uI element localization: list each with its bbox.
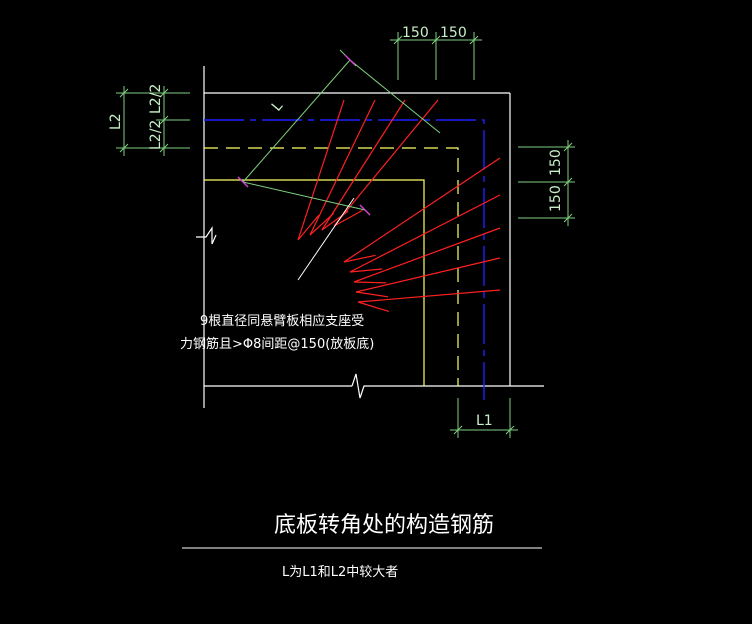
- dim-left-l2: L2: [108, 113, 124, 130]
- red-rebar-6: [349, 194, 501, 273]
- note-leader: [297, 197, 355, 281]
- dim-right-b: 150: [548, 185, 564, 212]
- slab-outline: [203, 66, 544, 408]
- dim-top-b: 150: [440, 25, 467, 41]
- break-symbol-left: [196, 226, 217, 245]
- dim-bottom: [450, 398, 518, 438]
- red-rebar-7: [353, 227, 501, 283]
- red-rebar-8: [355, 257, 501, 293]
- red-rebar-hook-7: [353, 281, 387, 284]
- yellow-rebars: [204, 147, 459, 386]
- red-rebar-3: [321, 99, 406, 231]
- dim-bottom-l1: L1: [476, 413, 493, 429]
- label-l-diagonal: L: [269, 98, 286, 114]
- break-symbol-bottom: [351, 373, 544, 399]
- red-rebars: [297, 99, 501, 313]
- dim-top: [390, 32, 482, 80]
- red-rebar-hook-5: [343, 254, 376, 263]
- dim-left-l2-half-bottom: L2/2: [148, 120, 164, 150]
- note-line-2: 力钢筋且>Φ8间距@150(放板底): [180, 336, 374, 352]
- red-rebar-5: [343, 157, 501, 263]
- yellow-solid-bar: [204, 179, 425, 386]
- dim-top-a: 150: [402, 25, 429, 41]
- note-line-1: 9根直径同悬臂板相应支座受: [200, 313, 364, 329]
- diag-l-label: L: [269, 98, 286, 114]
- red-rebar-2: [309, 99, 376, 236]
- red-rebar-1: [297, 99, 345, 241]
- red-rebar-4: [333, 99, 439, 227]
- red-rebar-hook-1: [297, 214, 320, 241]
- blue-axis-lines: [204, 119, 485, 400]
- magenta-ticks: [237, 54, 371, 216]
- dim-right: [518, 140, 575, 226]
- drawing-subtitle: L为L1和L2中较大者: [282, 565, 398, 580]
- drawing-title: 底板转角处的构造钢筋: [274, 513, 494, 538]
- dim-left-l2-half-top: L2/2: [148, 84, 164, 114]
- yellow-dashed-bar: [204, 147, 459, 386]
- red-rebar-hook-8: [355, 291, 389, 298]
- dim-left: [116, 86, 190, 156]
- dim-right-a: 150: [548, 149, 564, 176]
- red-rebar-hook-4: [333, 209, 363, 227]
- red-rebar-hook-9: [357, 301, 390, 313]
- red-rebar-9: [357, 289, 501, 303]
- red-rebar-hook-6: [349, 268, 383, 273]
- diagonal-frame: [242, 49, 441, 211]
